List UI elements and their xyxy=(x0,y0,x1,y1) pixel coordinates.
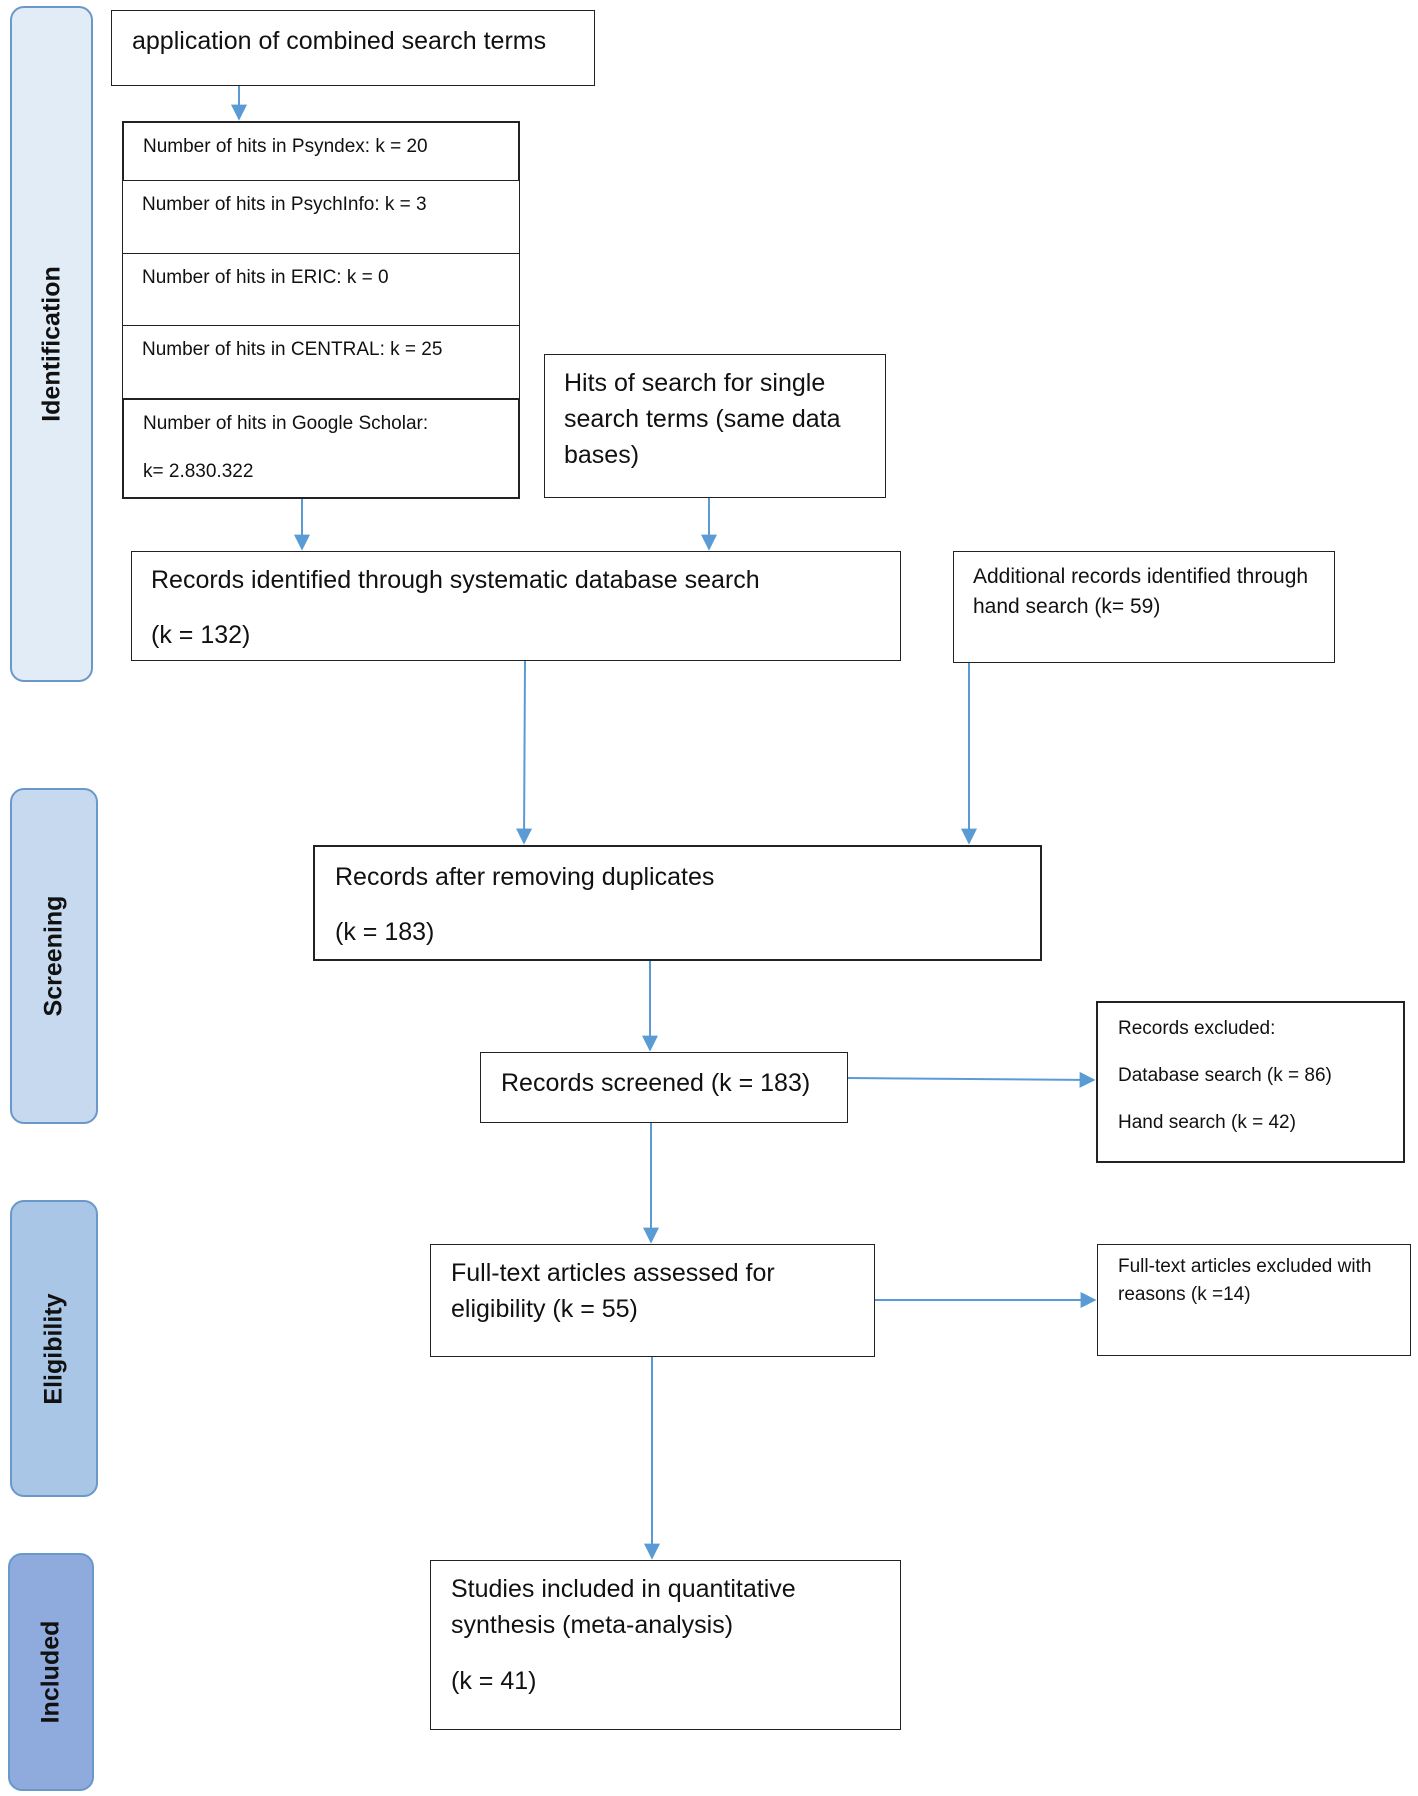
psychinfo-box: Number of hits in PsychInfo: k = 3 xyxy=(122,180,520,255)
fulltext-assessed-text: Full-text articles assessed for eligibil… xyxy=(451,1259,775,1323)
central-text: Number of hits in CENTRAL: k = 25 xyxy=(142,339,443,360)
phase-identification: Identification xyxy=(10,6,93,682)
hand-search-text: Additional records identified through ha… xyxy=(973,565,1309,618)
combined-search-box: application of combined search terms xyxy=(111,10,595,86)
database-records-label: Records identified through systematic da… xyxy=(151,566,760,594)
single-search-box: Hits of search for single search terms (… xyxy=(544,354,886,498)
phase-eligibility: Eligibility xyxy=(10,1200,98,1497)
phase-included: Included xyxy=(8,1553,94,1791)
phase-screening: Screening xyxy=(10,788,98,1124)
screened-text: Records screened (k = 183) xyxy=(501,1069,811,1097)
dedup-count: (k = 183) xyxy=(335,918,435,946)
included-studies-count: (k = 41) xyxy=(451,1667,537,1695)
google-scholar-box: Number of hits in Google Scholar: k= 2.8… xyxy=(122,398,520,499)
database-records-count: (k = 132) xyxy=(151,621,251,649)
google-scholar-count: k= 2.830.322 xyxy=(143,461,254,482)
fulltext-assessed-box: Full-text articles assessed for eligibil… xyxy=(430,1244,875,1357)
database-records-box: Records identified through systematic da… xyxy=(131,551,901,661)
psychinfo-text: Number of hits in PsychInfo: k = 3 xyxy=(142,194,427,215)
eric-text: Number of hits in ERIC: k = 0 xyxy=(142,267,389,288)
psyndex-box: Number of hits in Psyndex: k = 20 xyxy=(122,121,520,182)
included-studies-text: Studies included in quantitative synthes… xyxy=(451,1575,796,1639)
google-scholar-label: Number of hits in Google Scholar: xyxy=(143,413,429,434)
phase-screening-label: Screening xyxy=(39,895,68,1017)
screened-box: Records screened (k = 183) xyxy=(480,1052,848,1123)
eric-box: Number of hits in ERIC: k = 0 xyxy=(122,253,520,327)
records-excluded-title: Records excluded: xyxy=(1118,1018,1276,1039)
psyndex-text: Number of hits in Psyndex: k = 20 xyxy=(143,136,428,157)
included-studies-box: Studies included in quantitative synthes… xyxy=(430,1560,901,1730)
records-excluded-box: Records excluded: Database search (k = 8… xyxy=(1096,1001,1405,1163)
arrow-records-to-dedup xyxy=(516,660,533,845)
hand-search-box: Additional records identified through ha… xyxy=(953,551,1335,663)
records-excluded-database: Database search (k = 86) xyxy=(1118,1065,1332,1086)
fulltext-excluded-text: Full-text articles excluded with reasons… xyxy=(1118,1256,1372,1305)
combined-search-text: application of combined search terms xyxy=(132,27,547,55)
dedup-label: Records after removing duplicates xyxy=(335,863,715,891)
phase-included-label: Included xyxy=(36,1620,65,1724)
single-search-text: Hits of search for single search terms (… xyxy=(564,369,841,469)
records-excluded-hand: Hand search (k = 42) xyxy=(1118,1112,1296,1133)
phase-identification-label: Identification xyxy=(37,266,65,422)
phase-eligibility-label: Eligibility xyxy=(39,1292,68,1405)
fulltext-excluded-box: Full-text articles excluded with reasons… xyxy=(1097,1244,1411,1356)
arrow-screened-to-excluded xyxy=(847,1071,1096,1088)
central-box: Number of hits in CENTRAL: k = 25 xyxy=(122,325,520,400)
dedup-box: Records after removing duplicates (k = 1… xyxy=(313,845,1042,961)
